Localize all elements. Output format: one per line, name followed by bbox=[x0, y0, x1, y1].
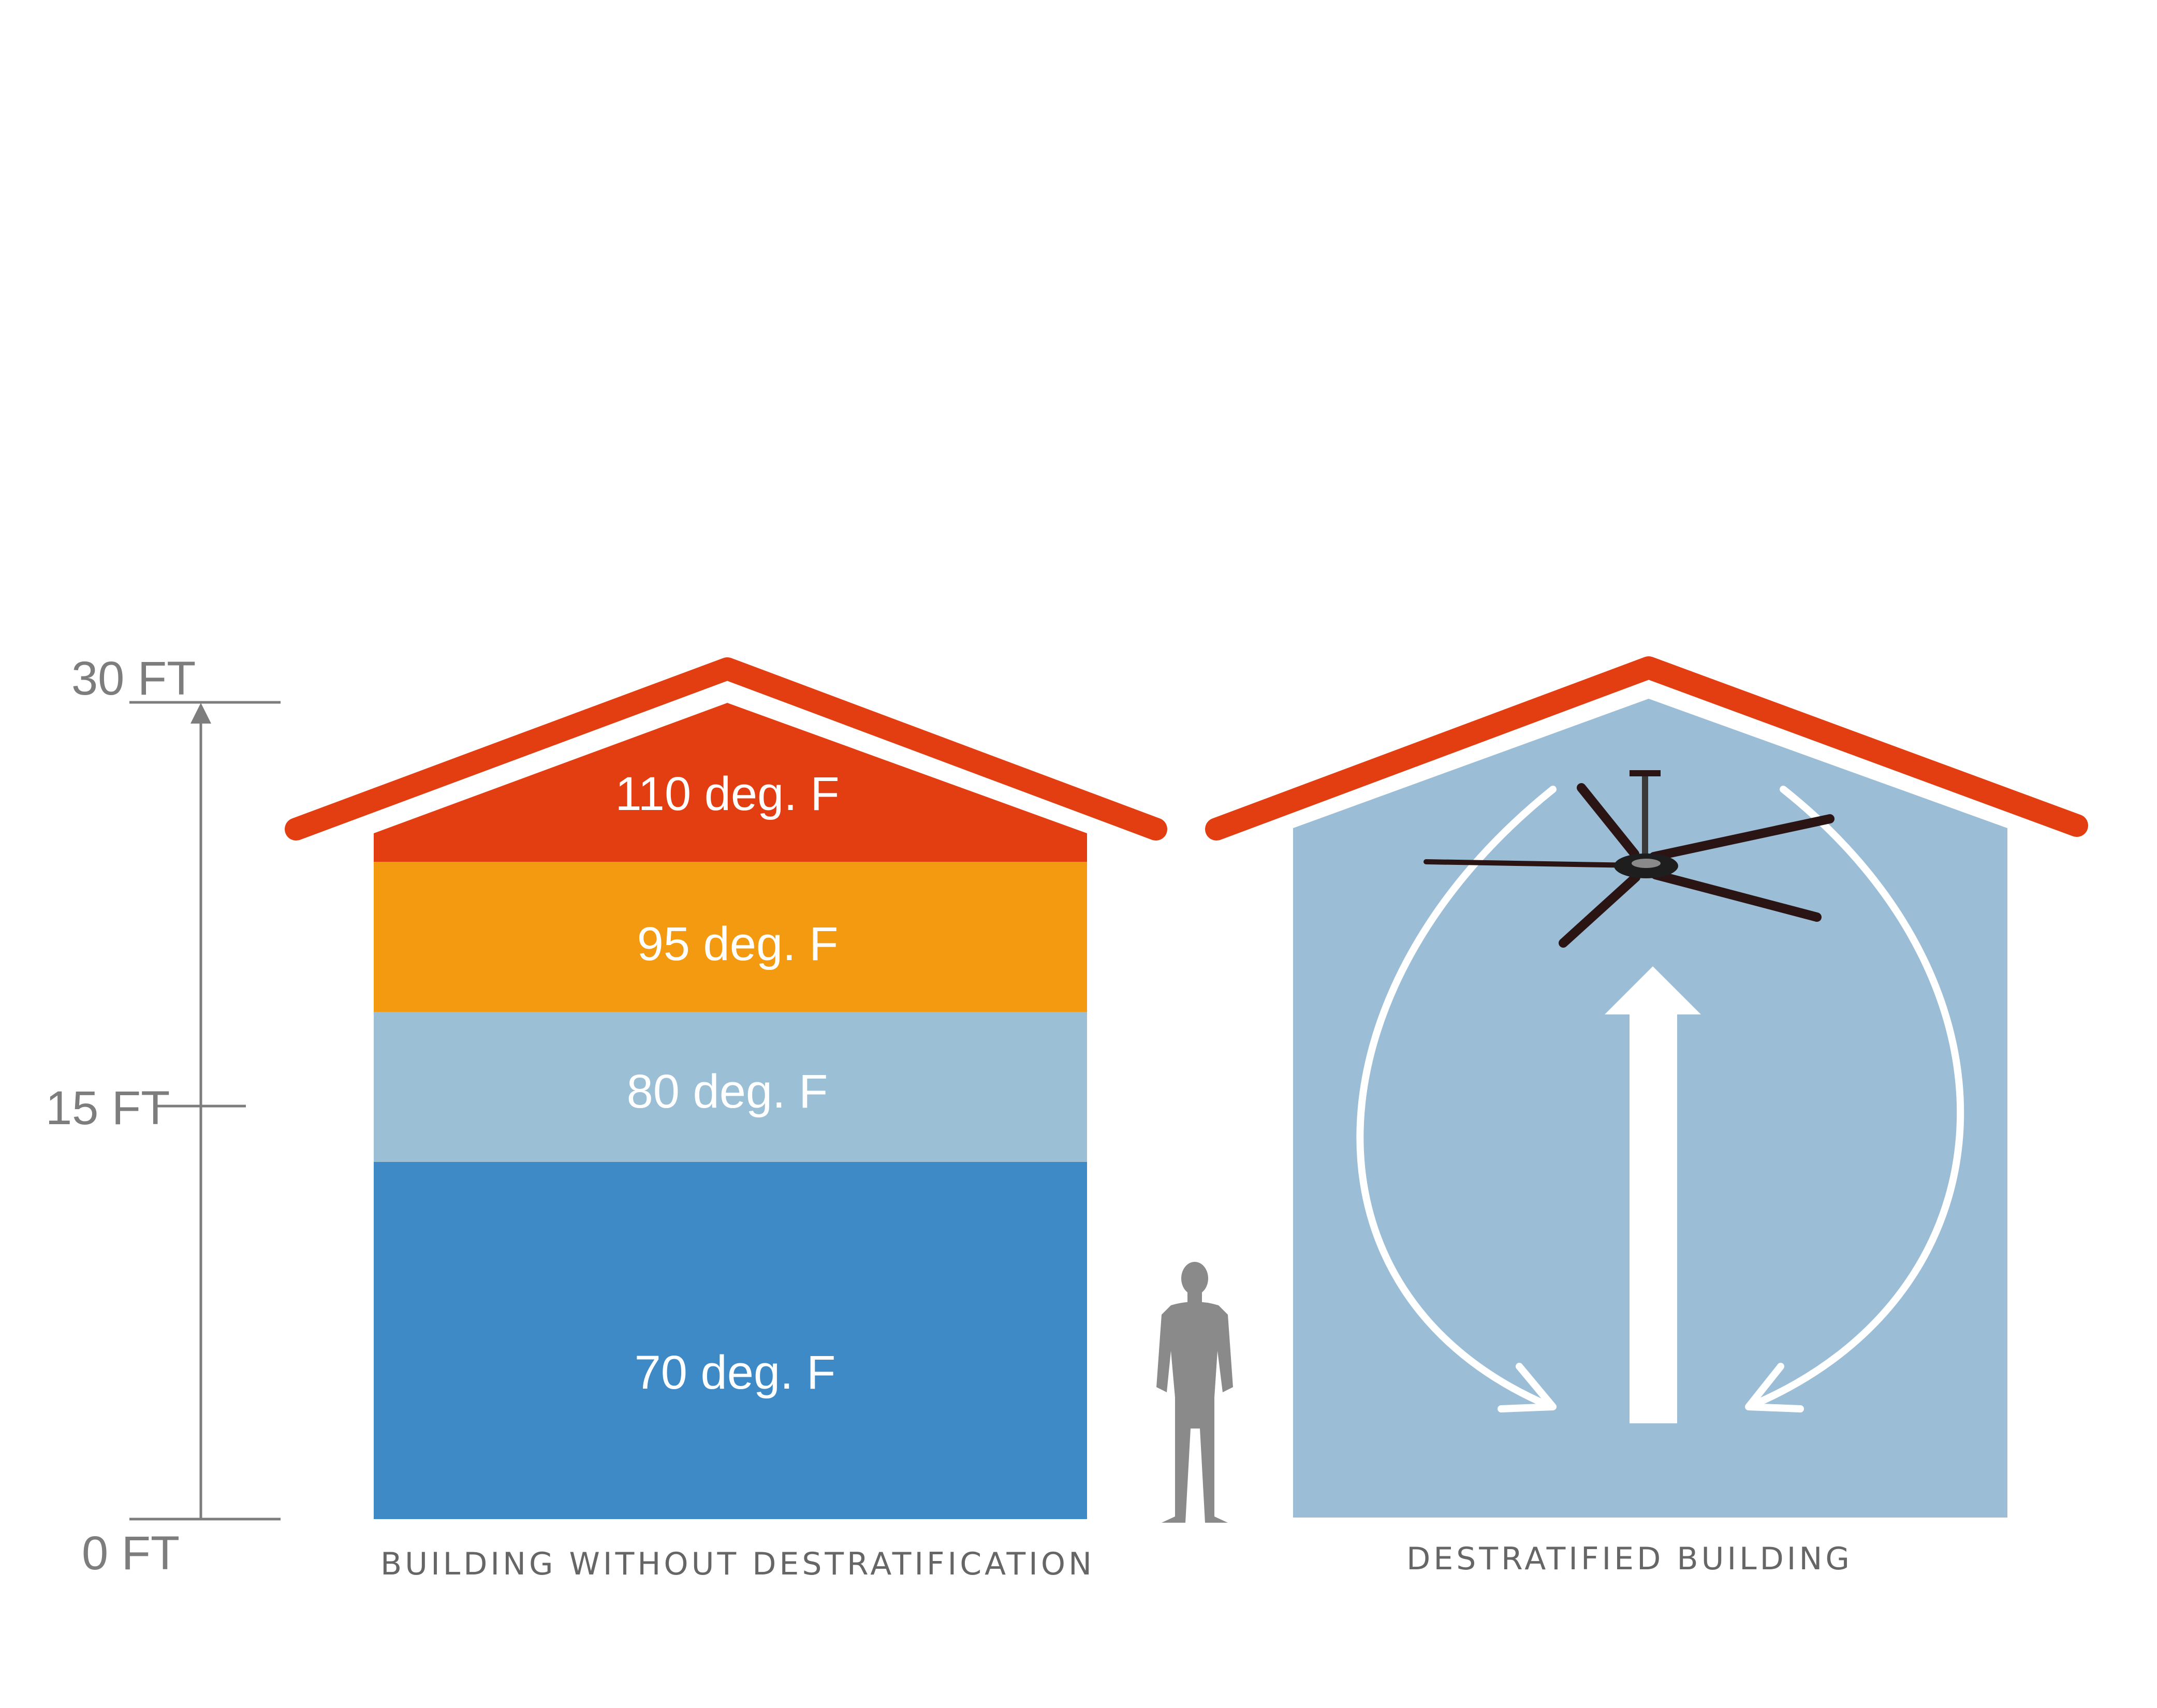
circulation-arrow-left bbox=[1356, 786, 1557, 1409]
ceiling-fan-icon bbox=[1424, 770, 1835, 948]
band-70 bbox=[374, 1162, 1087, 1519]
circulation-arrow-right bbox=[1749, 786, 1964, 1409]
band-80 bbox=[374, 1012, 1087, 1162]
caption-right: DESTRATIFIED BUILDING bbox=[1406, 1541, 1853, 1577]
scale-arrowhead bbox=[190, 703, 211, 724]
height-scale: 30 FT 15 FT 0 FT bbox=[46, 652, 281, 1580]
circulation-arrow-left-head bbox=[1498, 1363, 1557, 1412]
temp-label-110: 110 deg. F bbox=[615, 768, 839, 820]
scale-label-0ft: 0 FT bbox=[82, 1527, 180, 1580]
destratified-building: DESTRATIFIED BUILDING bbox=[1205, 656, 2088, 1577]
band-95 bbox=[374, 862, 1087, 1012]
circulation-arrows-icon bbox=[1356, 786, 1964, 1412]
temp-label-70: 70 deg. F bbox=[635, 1346, 836, 1399]
band-110 bbox=[374, 703, 1087, 862]
building-without-destratification: 110 deg. F 95 deg. F 80 deg. F 70 deg. F… bbox=[285, 657, 1167, 1582]
roof-left bbox=[285, 657, 1167, 841]
caption-left: BUILDING WITHOUT DESTRATIFICATION bbox=[380, 1546, 1095, 1582]
temp-label-95: 95 deg. F bbox=[637, 918, 839, 970]
up-arrow-icon bbox=[1605, 966, 1701, 1423]
circulation-arrow-right-head bbox=[1745, 1363, 1804, 1412]
scale-label-30ft: 30 FT bbox=[71, 652, 196, 705]
person-silhouette-icon bbox=[1156, 1262, 1233, 1523]
scale-label-15ft: 15 FT bbox=[46, 1082, 170, 1135]
temp-label-80: 80 deg. F bbox=[627, 1065, 828, 1118]
roof-right bbox=[1205, 656, 2088, 841]
